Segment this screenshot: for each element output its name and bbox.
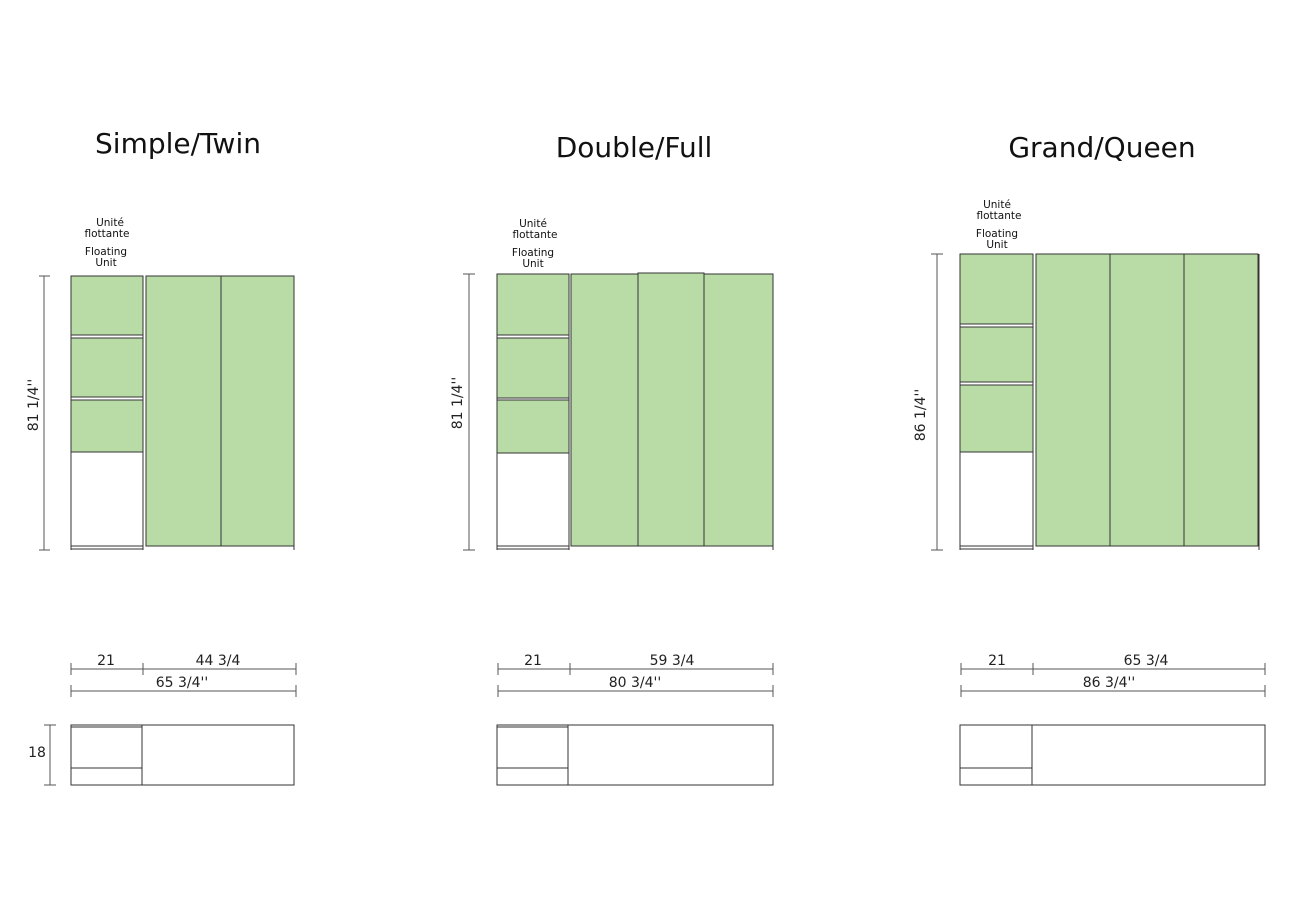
plan-view xyxy=(959,724,1266,786)
height-dimension: 81 1/4'' xyxy=(26,275,50,551)
floating-label-fr-line2: flottante xyxy=(977,210,1022,222)
plan-view xyxy=(70,724,295,786)
unit-simple-twin: Simple/Twin Unité flottante Floating Uni… xyxy=(26,127,297,786)
shelf-width-label: 21 xyxy=(97,653,115,669)
total-width-label: 65 3/4'' xyxy=(156,675,209,691)
shelf-compartment xyxy=(496,337,570,399)
shelf-compartment xyxy=(496,399,570,454)
door-panel xyxy=(1109,253,1185,547)
rest-width-label: 65 3/4 xyxy=(1124,653,1169,669)
door-panel xyxy=(637,272,705,547)
width-dimensions: 21 44 3/4 65 3/4'' xyxy=(70,653,297,697)
height-label: 81 1/4'' xyxy=(450,377,466,430)
floating-label-en-line2: Unit xyxy=(95,257,116,269)
shelf-compartment xyxy=(70,275,144,336)
height-label: 86 1/4'' xyxy=(913,389,929,442)
width-dimensions: 21 65 3/4 86 3/4'' xyxy=(960,653,1266,697)
door-panel xyxy=(703,273,774,547)
shelf-width-label: 21 xyxy=(988,653,1006,669)
floating-label-en-line1: Floating xyxy=(512,247,554,259)
rest-width-label: 59 3/4 xyxy=(650,653,695,669)
shelf-compartment xyxy=(70,337,144,398)
shelf-compartment xyxy=(959,253,1034,325)
door-panel xyxy=(220,275,295,547)
height-dimension: 81 1/4'' xyxy=(450,273,475,551)
front-elevation xyxy=(70,275,295,550)
unit-title: Double/Full xyxy=(556,131,713,164)
front-elevation xyxy=(959,253,1260,550)
depth-dimension: 18 xyxy=(28,724,56,786)
open-compartment xyxy=(496,452,570,547)
door-panel xyxy=(1183,253,1259,547)
shelf-compartment xyxy=(959,384,1034,453)
unit-title: Simple/Twin xyxy=(95,127,261,160)
open-compartment xyxy=(70,451,144,547)
floating-label-fr-line2: flottante xyxy=(85,228,130,240)
shelf-compartment xyxy=(959,326,1034,383)
floating-label-fr-line1: Unité xyxy=(519,218,547,230)
total-width-label: 80 3/4'' xyxy=(609,675,662,691)
floating-label-fr-line1: Unité xyxy=(96,217,124,229)
plan-view xyxy=(496,724,774,786)
floating-label-en-line2: Unit xyxy=(986,239,1007,251)
total-width-label: 86 3/4'' xyxy=(1083,675,1136,691)
floating-label-en-line2: Unit xyxy=(522,258,543,270)
floating-label-fr-line1: Unité xyxy=(983,199,1011,211)
door-panel xyxy=(1035,253,1111,547)
open-compartment xyxy=(959,451,1034,547)
floating-label-en-line1: Floating xyxy=(976,228,1018,240)
unit-grand-queen: Grand/Queen Unité flottante Floating Uni… xyxy=(913,131,1266,786)
shelf-width-label: 21 xyxy=(524,653,542,669)
shelf-compartment xyxy=(496,273,570,336)
floating-label-fr-line2: flottante xyxy=(513,229,558,241)
height-label: 81 1/4'' xyxy=(26,379,42,432)
unit-title: Grand/Queen xyxy=(1008,131,1195,164)
door-panel xyxy=(570,273,639,547)
rest-width-label: 44 3/4 xyxy=(196,653,241,669)
depth-label: 18 xyxy=(28,745,46,761)
width-dimensions: 21 59 3/4 80 3/4'' xyxy=(497,653,774,697)
shelf-compartment xyxy=(70,399,144,453)
front-elevation xyxy=(496,272,774,550)
door-panel xyxy=(145,275,222,547)
height-dimension: 86 1/4'' xyxy=(913,253,943,551)
unit-double-full: Double/Full Unité flottante Floating Uni… xyxy=(450,131,774,786)
floating-label-en-line1: Floating xyxy=(85,246,127,258)
